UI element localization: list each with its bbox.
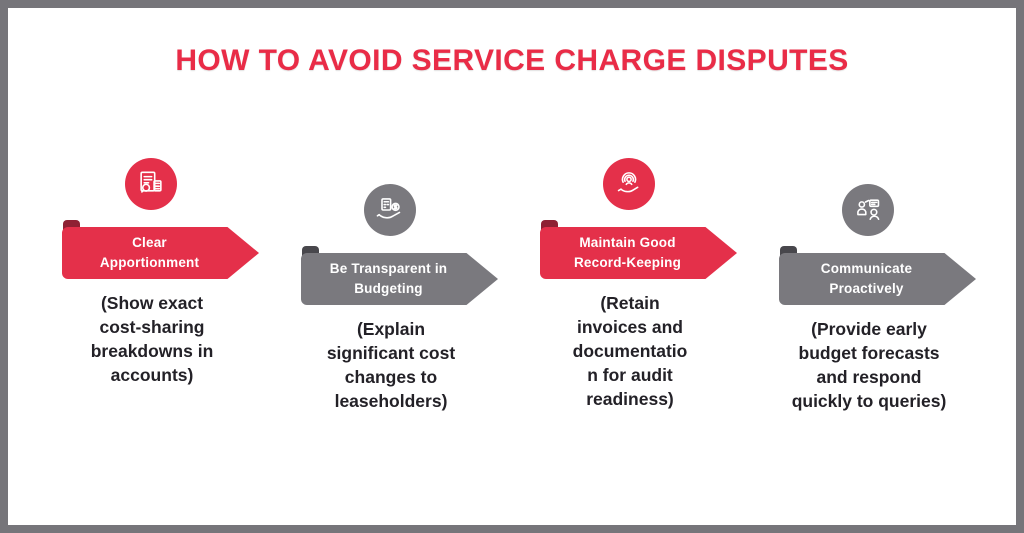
step-banner: Communicate Proactively — [779, 246, 976, 305]
ribbon-arrow — [301, 253, 498, 305]
step-banner-label: Be Transparent in Budgeting — [329, 260, 448, 296]
ribbon-arrow — [779, 253, 976, 305]
step-banner-label: Clear Apportionment — [99, 234, 200, 270]
step-description: (Retain invoices and documentatio n for … — [572, 293, 688, 409]
ribbon-arrow — [62, 227, 259, 279]
step-description: (Provide early budget forecasts and resp… — [791, 319, 947, 411]
invoice-audit-icon — [125, 158, 177, 210]
step-banner: Be Transparent in Budgeting — [301, 246, 498, 305]
ribbon-arrow — [540, 227, 737, 279]
step-description: (Show exact cost-sharing breakdowns in a… — [90, 293, 214, 385]
step-banner-label: Communicate Proactively — [820, 260, 913, 296]
step-banner: Clear Apportionment — [62, 220, 259, 279]
communication-icon — [842, 184, 894, 236]
record-keeping-icon — [603, 158, 655, 210]
step-banner: Maintain Good Record-Keeping — [540, 220, 737, 279]
step-description: (Explain significant cost changes to lea… — [326, 319, 456, 411]
page-title: HOW TO AVOID SERVICE CHARGE DISPUTES — [175, 44, 849, 77]
hand-budget-icon — [364, 184, 416, 236]
step-banner-label: Maintain Good Record-Keeping — [573, 234, 682, 270]
